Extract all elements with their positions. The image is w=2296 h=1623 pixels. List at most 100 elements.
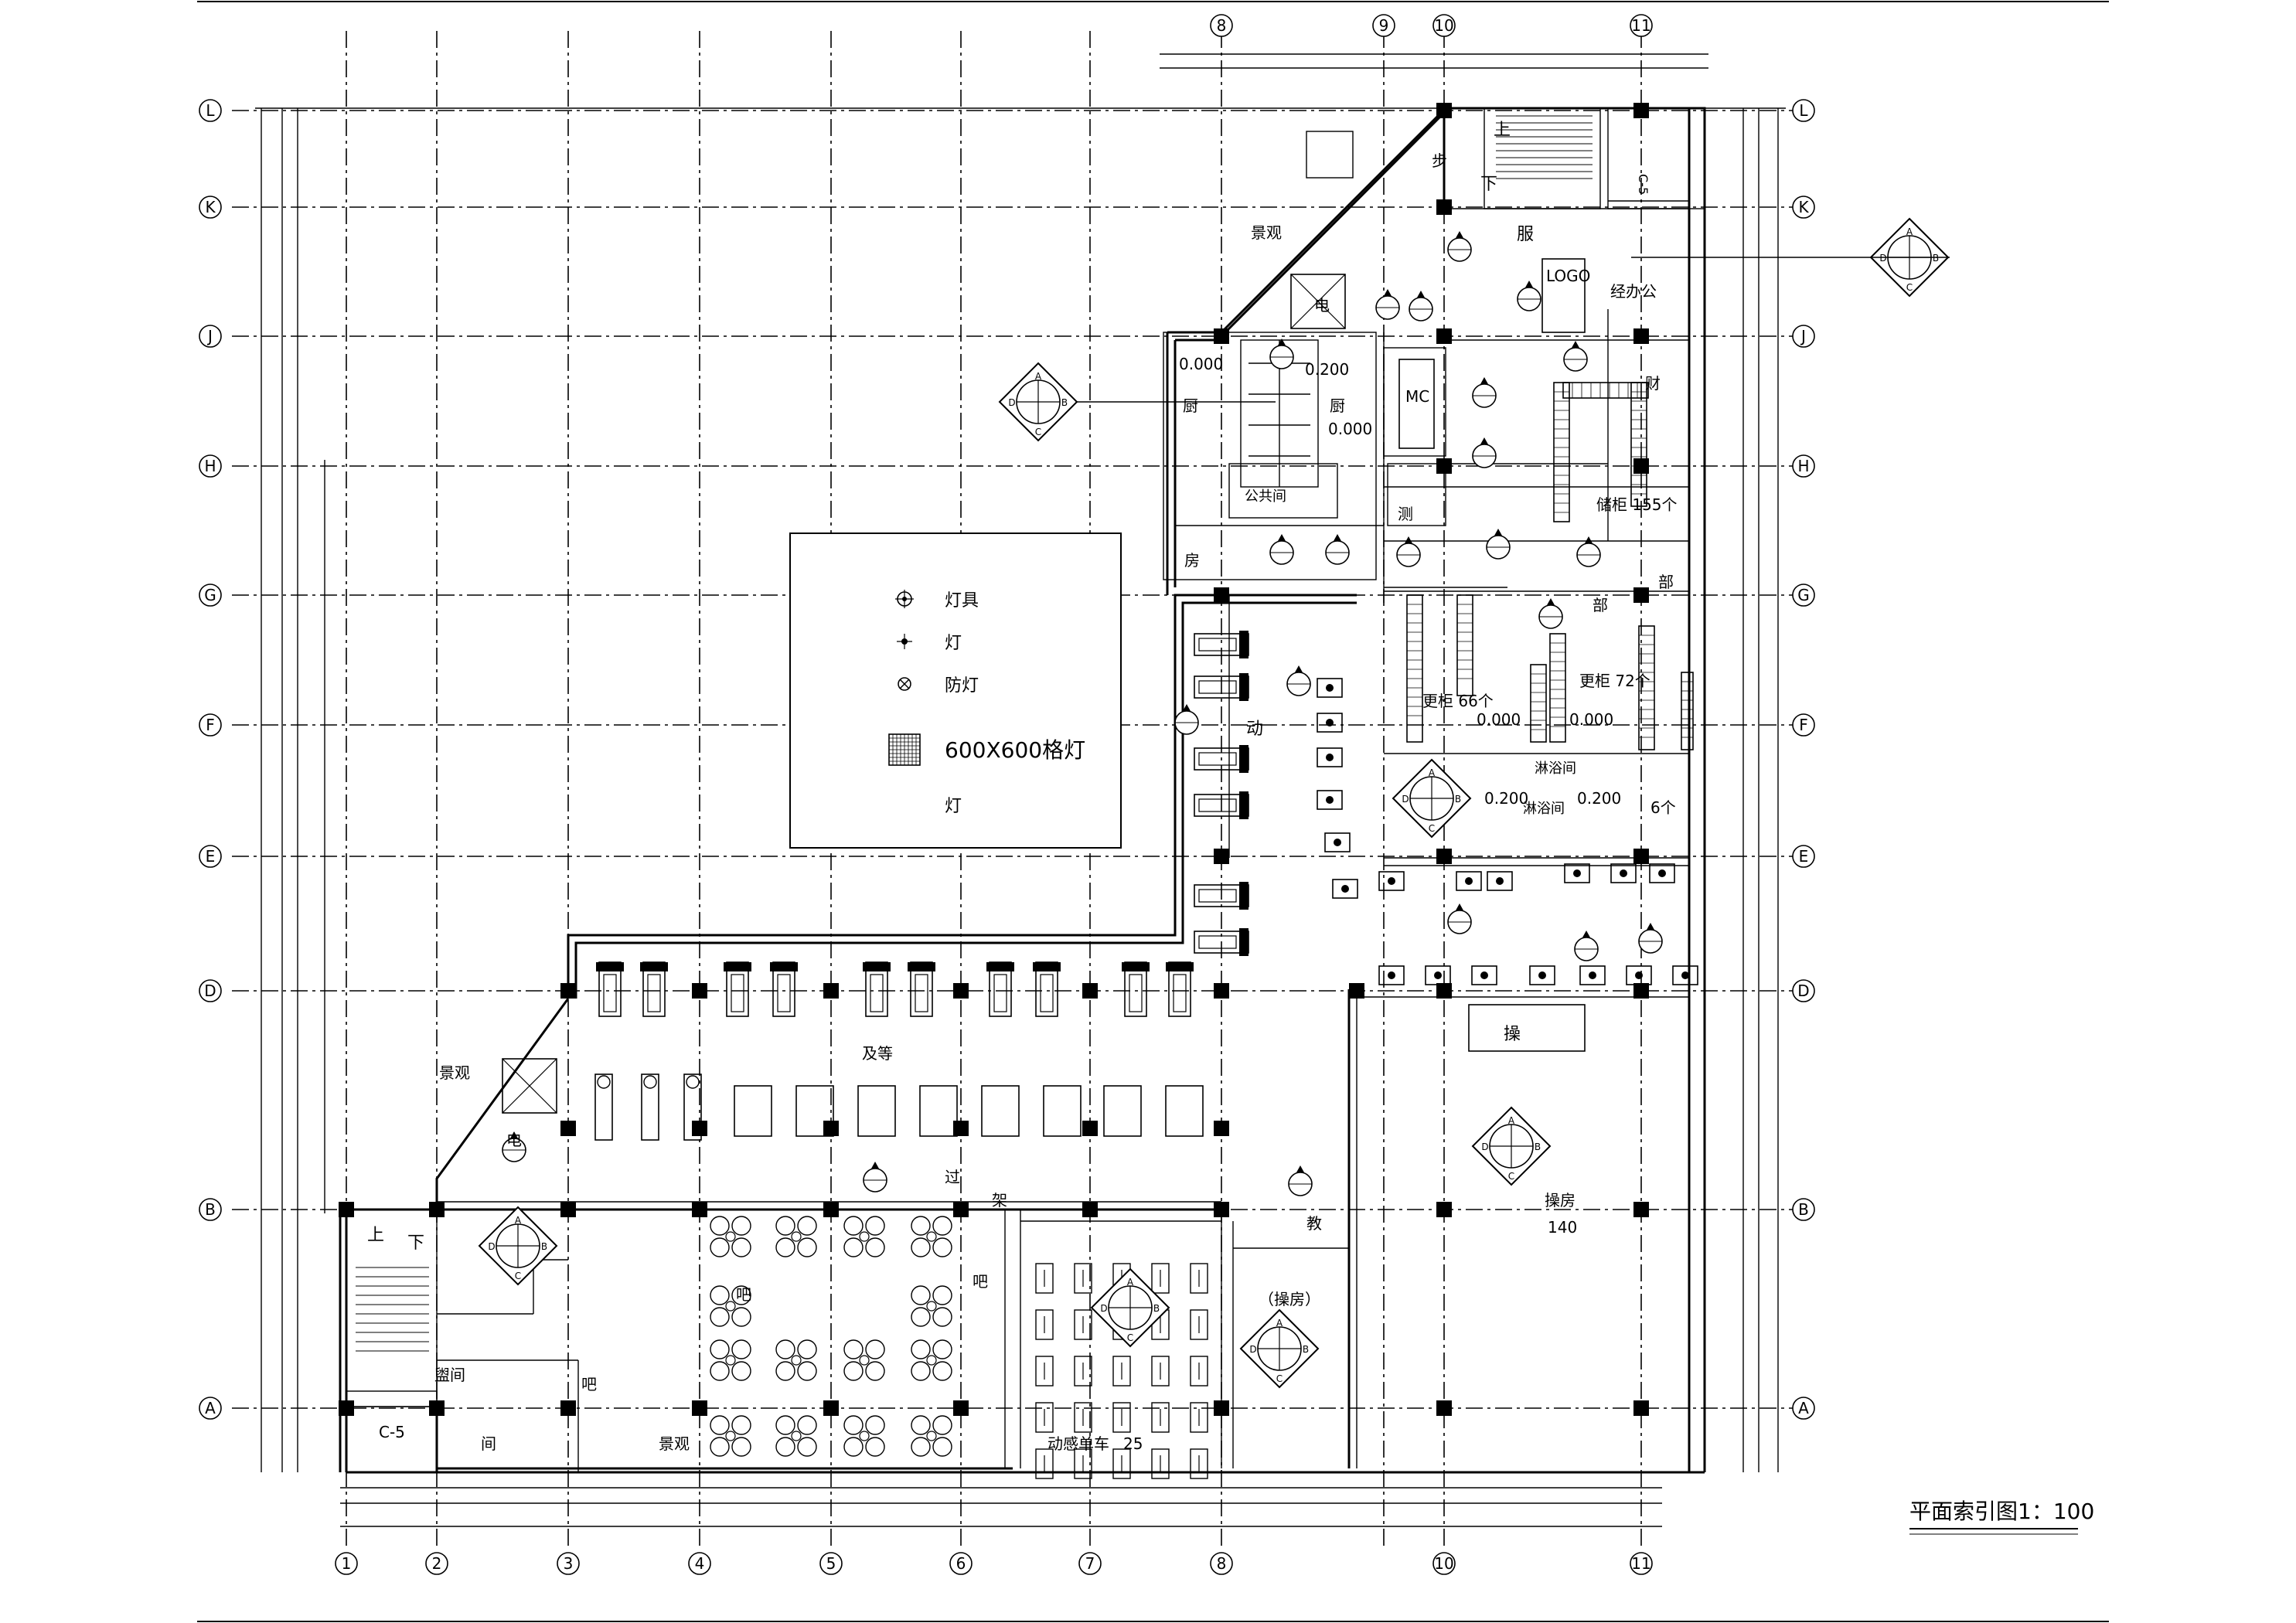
structural-column [1633, 849, 1649, 864]
top-axis-bubble: 9 [1372, 14, 1395, 37]
structural-column [1214, 1202, 1229, 1217]
bar-table-icon [911, 1285, 952, 1327]
row-axis-bubble-left: E [199, 845, 222, 868]
legend-label-grid: 600X600格灯 [945, 737, 1085, 763]
dimension-lines [255, 53, 1786, 1527]
bar-table-icon [911, 1339, 952, 1381]
row-axis-bubble-right: A [1792, 1397, 1815, 1420]
strength-machine-icon [1579, 965, 1606, 985]
svg-text:G: G [204, 586, 216, 604]
label-finance: 财 [1645, 374, 1661, 393]
elliptical-icon [641, 1073, 659, 1141]
svg-text:B: B [1798, 1200, 1809, 1219]
svg-text:10: 10 [1434, 1554, 1453, 1573]
svg-text:D: D [1879, 253, 1886, 264]
bar-table-icon [843, 1415, 885, 1457]
row-axis-bubble-right: G [1792, 584, 1815, 607]
treadmill-icon [596, 961, 624, 1017]
detail-index-symbol [1409, 291, 1433, 322]
structural-column [339, 1400, 354, 1416]
structural-column [1436, 328, 1452, 344]
detail-index-symbol [1269, 339, 1294, 369]
svg-text:9: 9 [1379, 16, 1389, 35]
detail-index-symbol [1472, 437, 1497, 468]
top-axis-bubble: 11 [1630, 14, 1653, 37]
svg-text:2: 2 [432, 1554, 442, 1573]
structural-column [823, 1400, 839, 1416]
detail-index-symbol [1325, 534, 1350, 565]
bench-box [857, 1085, 896, 1137]
proof-lamp-icon [898, 677, 911, 691]
spin-bike-icon [1035, 1356, 1054, 1387]
structural-column [823, 983, 839, 999]
bar-table-icon [710, 1339, 751, 1381]
svg-text:C: C [1906, 282, 1913, 293]
strength-machine-icon [1317, 790, 1343, 810]
svg-text:H: H [204, 457, 216, 475]
locker-bank [1562, 382, 1649, 399]
bar-table-icon [843, 1339, 885, 1381]
treadmill-icon [724, 961, 751, 1017]
spin-bike-icon [1074, 1402, 1092, 1433]
strength-machine-icon [1529, 965, 1555, 985]
row-axis-bubble-left: L [199, 99, 222, 122]
treadmill-icon [863, 961, 891, 1017]
label-shower2: 淋浴间 [1523, 801, 1565, 817]
spin-bike-icon [1035, 1309, 1054, 1340]
level-mark: 0.200 [1484, 789, 1528, 808]
strength-machine-icon [1317, 678, 1343, 698]
lighting-legend: 灯具 灯 防灯 600X600格灯 灯 [888, 590, 1085, 816]
svg-text:C: C [1276, 1373, 1283, 1384]
row-axis-bubble-right: H [1792, 454, 1815, 478]
detail-index-symbol [1174, 704, 1199, 735]
bench-box [1165, 1085, 1204, 1137]
label-stair-up-left: 上 [367, 1226, 384, 1245]
structural-column [560, 983, 576, 999]
legend-label-proof: 防灯 [945, 676, 979, 696]
spin-bike-icon [1190, 1402, 1208, 1433]
label-bar: 吧 [736, 1285, 751, 1304]
spin-bike-icon [1035, 1263, 1054, 1294]
svg-text:J: J [1800, 327, 1806, 345]
structural-column [1436, 1202, 1452, 1217]
locker-bank [1549, 633, 1566, 743]
row-axis-bubble-left: G [199, 584, 222, 607]
structural-column [1214, 983, 1229, 999]
level-mark: 0.000 [1477, 710, 1521, 729]
svg-text:6: 6 [956, 1554, 966, 1573]
bottom-axis-bubble: 1 [335, 1552, 358, 1575]
level-marks: 0.000 0.200 0.000 0.000 0.000 0.200 0.20… [1179, 355, 1621, 808]
spin-bike-icon [1035, 1402, 1054, 1433]
row-axis-bubble-left: D [199, 979, 222, 1002]
svg-text:A: A [1508, 1115, 1515, 1126]
svg-text:4: 4 [695, 1554, 705, 1573]
bottom-axis-bubble: 3 [557, 1552, 580, 1575]
svg-text:5: 5 [826, 1554, 836, 1573]
spin-bike-icon [1074, 1356, 1092, 1387]
svg-text:B: B [1303, 1344, 1309, 1355]
locker-bank [1638, 625, 1655, 750]
svg-text:A: A [1429, 767, 1436, 778]
bottom-axis-bubble: 10 [1432, 1552, 1456, 1575]
label-office: 经办公 [1610, 282, 1657, 301]
drawing-title: 平面索引图1：100 [1909, 1499, 2094, 1535]
bottom-axis-bubble: 5 [819, 1552, 843, 1575]
level-mark: 0.200 [1577, 789, 1621, 808]
conference-table [1398, 359, 1435, 449]
svg-text:H: H [1797, 457, 1809, 475]
label-motion: 动 [1246, 720, 1263, 739]
svg-text:7: 7 [1085, 1554, 1095, 1573]
legend-label-spot: 灯 [945, 634, 962, 653]
level-mark: 0.000 [1179, 355, 1223, 373]
treadmill-icon [908, 961, 935, 1017]
treadmill-icon [1033, 961, 1061, 1017]
row-axis-bubble-left: J [199, 325, 222, 348]
label-bar-right: 吧 [973, 1272, 988, 1291]
label-six: 6个 [1650, 798, 1676, 817]
svg-text:D: D [1100, 1303, 1107, 1314]
structural-column [1633, 1202, 1649, 1217]
label-studio: 操房 [1545, 1191, 1576, 1210]
